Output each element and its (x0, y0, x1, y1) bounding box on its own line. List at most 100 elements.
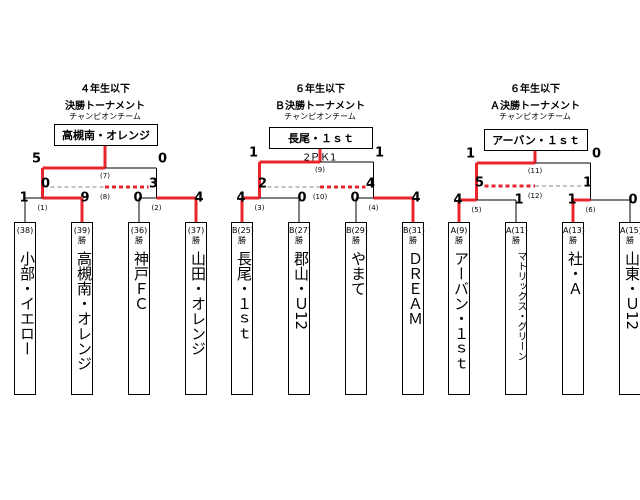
team-seed: (37)勝 (186, 226, 206, 246)
third-left-score: 5 (474, 175, 485, 191)
team-box: B(29)勝やまて (345, 222, 368, 395)
team-win-mark: 勝 (455, 236, 463, 245)
third-right-score: 1 (582, 175, 593, 191)
bracket-title: ６年生以下 (295, 84, 345, 95)
semi-left-score-a: 1 (19, 190, 29, 206)
semi-right-score-a: 0 (133, 190, 143, 206)
semi-right-match-number: (6) (585, 206, 596, 214)
team-name: 長尾・１ｓｔ (235, 251, 253, 341)
third-left-score: 2 (257, 176, 268, 192)
semi-right-score-b: 4 (411, 190, 421, 206)
champion-box: アーバン・１ｓｔ (484, 129, 588, 151)
team-win-mark: 勝 (135, 236, 143, 245)
team-box: (37)勝山田・オレンジ (185, 222, 207, 395)
team-box: A(15)勝山東・Ｕ12 (619, 222, 640, 395)
team-name: 山東・Ｕ12 (623, 251, 640, 331)
team-name: 高槻南・オレンジ (75, 251, 93, 371)
team-box: B(25)勝長尾・１ｓｔ (231, 222, 254, 395)
team-name: アーバン・１ｓｔ (452, 251, 470, 371)
team-seed: B(31)勝 (403, 226, 425, 246)
semi-left-score-a: 4 (453, 192, 463, 208)
team-seed: B(25)勝 (232, 226, 254, 246)
third-left-score: 0 (40, 176, 51, 192)
team-seed: A(13)勝 (563, 226, 585, 246)
team-box: (39)勝高槻南・オレンジ (71, 222, 93, 395)
third-right-score: 4 (365, 176, 376, 192)
third-match-number: (10) (312, 193, 328, 201)
team-seed: A(11)勝 (506, 226, 528, 246)
semi-left-match-number: (3) (254, 204, 265, 212)
bracket-subtitle: Ｂ決勝トーナメント (275, 101, 365, 112)
team-name: マトリックス・グリーン (515, 251, 526, 361)
team-name: 社・Ａ (566, 251, 584, 296)
team-seed-number: A(9) (450, 226, 468, 235)
team-box: B(31)勝 ＤＲＥＡＭ (402, 222, 425, 395)
team-seed-number: B(25) (232, 226, 254, 235)
team-seed: B(29)勝 (346, 226, 368, 246)
team-win-mark: 勝 (295, 236, 303, 245)
champion-caption: チャンピオンチーム (284, 112, 356, 121)
team-seed-number: A(11) (506, 226, 528, 235)
team-box: (36)勝神戸ＦＣ (128, 222, 150, 395)
team-name: ＤＲＥＡＭ (406, 251, 424, 326)
champion-box: 長尾・１ｓｔ (269, 127, 373, 149)
final-right-score: 0 (157, 151, 168, 167)
team-box: A(9)勝アーバン・１ｓｔ (448, 222, 470, 395)
team-seed: (38) (15, 226, 35, 236)
final-match-number: (11) (527, 167, 543, 175)
team-name: やまて (349, 251, 367, 296)
team-win-mark: 勝 (238, 236, 246, 245)
team-seed: (39)勝 (72, 226, 92, 246)
team-seed-number: (37) (187, 226, 205, 235)
final-right-score: 0 (591, 146, 602, 162)
semi-left-score-a: 4 (236, 190, 246, 206)
semi-left-match-number: (5) (471, 206, 482, 214)
final-left-score: 1 (465, 146, 476, 162)
team-win-mark: 勝 (409, 236, 417, 245)
team-seed-number: A(13) (563, 226, 585, 235)
team-seed-number: B(31) (403, 226, 425, 235)
team-seed: A(9)勝 (449, 226, 469, 246)
team-win-mark: 勝 (192, 236, 200, 245)
team-win-mark: 勝 (78, 236, 86, 245)
team-win-mark: 勝 (352, 236, 360, 245)
semi-right-score-a: 0 (350, 190, 360, 206)
team-box: A(11)勝マトリックス・グリーン (505, 222, 528, 395)
bracket-title: ４年生以下 (80, 84, 130, 95)
team-win-mark: 勝 (512, 236, 520, 245)
team-seed: (36)勝 (129, 226, 149, 246)
semi-left-score-b: 1 (514, 192, 524, 208)
team-seed: B(27)勝 (289, 226, 311, 246)
semi-left-score-b: 0 (297, 190, 307, 206)
team-box: (38)小部・イエロー (14, 222, 36, 395)
third-match-number: (12) (527, 192, 543, 200)
final-right-score: 1 (374, 145, 385, 161)
team-seed-number: (36) (130, 226, 148, 235)
champion-box: 高槻南・オレンジ (54, 124, 158, 146)
team-name: 神戸ＦＣ (132, 251, 150, 311)
third-right-score: 3 (148, 176, 159, 192)
bracket-subtitle: Ａ決勝トーナメント (490, 101, 580, 112)
team-seed-number: (38) (16, 226, 34, 235)
semi-right-score-b: 0 (628, 192, 638, 208)
team-seed: A(15)勝 (620, 226, 640, 246)
team-name: 山田・オレンジ (189, 251, 207, 356)
final-match-number: (7) (100, 172, 110, 180)
semi-left-match-number: (1) (37, 204, 48, 212)
team-seed-number: B(27) (289, 226, 311, 235)
final-pk-score: 2ＰＫ1 (303, 152, 337, 164)
semi-right-match-number: (2) (151, 204, 162, 212)
semi-right-match-number: (4) (368, 204, 379, 212)
team-name: 郡山・Ｕ12 (292, 251, 310, 331)
team-box: B(27)勝郡山・Ｕ12 (288, 222, 311, 395)
bracket-title: ６年生以下 (510, 84, 560, 95)
team-win-mark: 勝 (569, 236, 577, 245)
team-box: A(13)勝社・Ａ (562, 222, 585, 395)
final-left-score: 5 (31, 151, 42, 167)
semi-right-score-b: 4 (194, 190, 204, 206)
final-match-number: (9) (315, 166, 325, 174)
semi-right-score-a: 1 (567, 192, 577, 208)
team-seed-number: B(29) (346, 226, 368, 235)
third-match-number: (8) (100, 193, 110, 201)
